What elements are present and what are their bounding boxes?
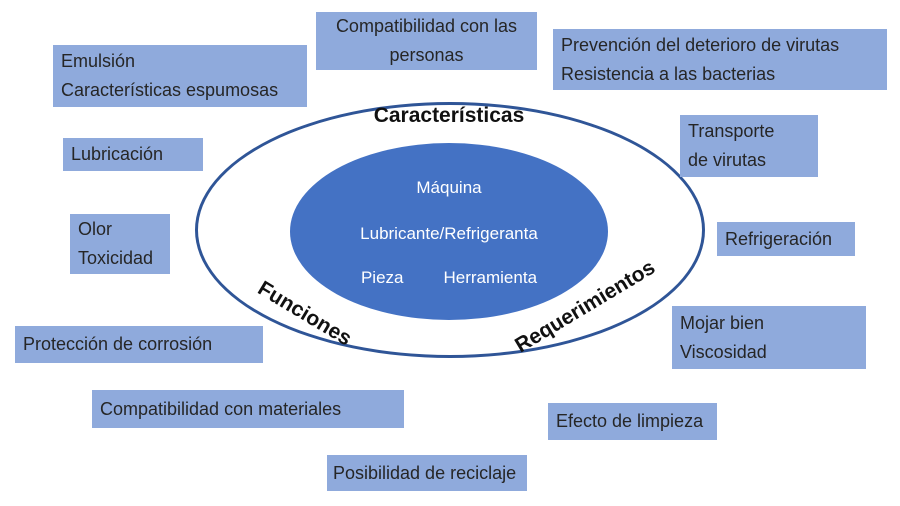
label-box-refrigeracion: Refrigeración bbox=[717, 222, 855, 256]
label-box-transporte-virutas: Transporte de virutas bbox=[680, 115, 818, 177]
label-box-prevencion-deterioro: Prevención del deterioro de virutas Resi… bbox=[553, 29, 887, 90]
label-box-proteccion-corrosion: Protección de corrosión bbox=[15, 326, 263, 363]
label-box-emulsion: Emulsión Características espumosas bbox=[53, 45, 307, 107]
label-box-efecto-limpieza: Efecto de limpieza bbox=[548, 403, 717, 440]
label-box-lubricacion: Lubricación bbox=[63, 138, 203, 171]
inner-ellipse bbox=[290, 143, 608, 320]
center-row-piece-tool: Pieza Herramienta bbox=[290, 268, 608, 288]
ring-label-caracteristicas: Características bbox=[373, 104, 525, 127]
label-box-compatibilidad-personas: Compatibilidad con las personas bbox=[316, 12, 537, 70]
center-label-tool: Herramienta bbox=[443, 268, 538, 287]
label-box-olor-toxicidad: Olor Toxicidad bbox=[70, 214, 170, 274]
center-label-lubricant: Lubricante/Refrigeranta bbox=[360, 224, 538, 243]
label-box-compatibilidad-materiales: Compatibilidad con materiales bbox=[92, 390, 404, 428]
label-box-mojar-viscosidad: Mojar bien Viscosidad bbox=[672, 306, 866, 369]
label-box-posibilidad-reciclaje: Posibilidad de reciclaje bbox=[327, 455, 527, 491]
center-label-piece: Pieza bbox=[360, 268, 404, 287]
center-label-machine: Máquina bbox=[416, 178, 482, 197]
